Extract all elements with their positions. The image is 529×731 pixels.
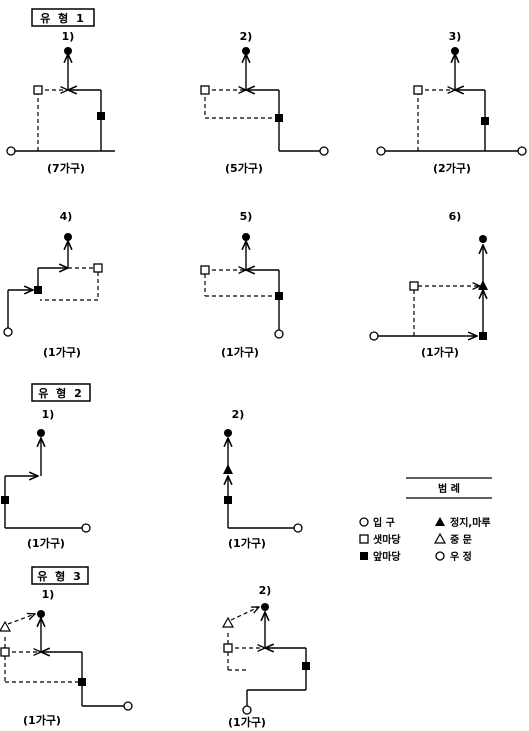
entrance-icon	[3, 327, 13, 337]
front-yard-icon	[78, 678, 86, 686]
side-yard-icon	[200, 85, 210, 95]
diagram-t1-5: 5) (1가구)	[200, 210, 284, 359]
diagram-label: 1)	[62, 30, 75, 43]
diagram-t1-3: 3) (2가구)	[376, 30, 527, 175]
front-yard-icon	[34, 286, 42, 294]
well-icon	[451, 47, 459, 55]
diagram-t2-1: 1) (1가구)	[1, 408, 91, 550]
legend-label: 중 문	[450, 534, 472, 546]
maru-icon	[478, 280, 488, 290]
well-icon	[64, 47, 72, 55]
maru-icon	[223, 464, 233, 474]
diagram-label: 2)	[259, 584, 272, 597]
side-yard-icon	[93, 263, 103, 273]
entrance-icon	[517, 146, 527, 156]
diagram-t1-2: 2) (5가구)	[200, 30, 329, 175]
diagram-t2-2: 2) (1가구)	[223, 408, 303, 550]
side-yard-icon	[409, 281, 419, 291]
diagram-caption: (1가구)	[221, 345, 259, 359]
side-yard-icon	[200, 265, 210, 275]
diagram-label: 2)	[232, 408, 245, 421]
type2-header-box	[31, 383, 91, 402]
diagram-t1-6: 6) (1가구)	[369, 210, 488, 359]
middle-gate-icon	[0, 620, 12, 632]
maru-legend-icon	[435, 517, 445, 526]
middle-gate-icon	[221, 616, 235, 628]
entrance-icon	[123, 701, 133, 711]
legend-label: 우 정	[450, 550, 472, 563]
well-legend-icon	[435, 551, 445, 561]
entrance-legend-icon	[359, 517, 369, 527]
well-icon	[242, 47, 250, 55]
diagram-t1-1: 1) (7가구)	[6, 30, 115, 175]
type3-header: 유 형 3	[37, 569, 83, 583]
entrance-icon	[376, 146, 386, 156]
diagram-label: 6)	[449, 210, 462, 223]
side-yard-icon	[413, 85, 423, 95]
diagram-caption: (1가구)	[27, 536, 65, 550]
front-yard-icon	[275, 292, 283, 300]
side-yard-legend-icon	[359, 534, 369, 544]
entrance-icon	[369, 331, 379, 341]
front-yard-icon	[224, 496, 232, 504]
diagram-t3-1: 1) (1가구)	[0, 588, 133, 727]
middle-gate-legend-icon	[433, 532, 447, 544]
diagram-caption: (5가구)	[225, 161, 263, 175]
front-yard-icon	[97, 112, 105, 120]
diagram-label: 3)	[449, 30, 462, 43]
front-yard-icon	[302, 662, 310, 670]
well-icon	[242, 233, 250, 241]
entrance-icon	[6, 146, 16, 156]
diagram-t3-2: 2) (1가구)	[221, 584, 310, 729]
entrance-icon	[274, 329, 284, 339]
diagram-caption: (1가구)	[228, 536, 266, 550]
diagram-caption: (1가구)	[23, 713, 61, 727]
well-icon	[37, 429, 45, 437]
diagram-caption: (7가구)	[47, 161, 85, 175]
type2-header: 유 형 2	[38, 386, 84, 400]
well-icon	[64, 233, 72, 241]
side-yard-icon	[0, 647, 10, 657]
diagram-t1-4: 4) (1가구)	[3, 210, 103, 359]
well-icon	[261, 603, 269, 611]
diagram-caption: (1가구)	[43, 345, 81, 359]
legend-label: 샛마당	[373, 533, 401, 546]
type1-header-box	[31, 8, 95, 27]
side-yard-icon	[33, 85, 43, 95]
type1-section: 유 형 1	[31, 8, 95, 27]
diagram-label: 4)	[60, 210, 73, 223]
well-icon	[37, 610, 45, 618]
diagram-caption: (2가구)	[433, 161, 471, 175]
front-yard-legend-icon	[360, 552, 368, 560]
legend-label: 앞마당	[373, 550, 401, 563]
side-yard-icon	[223, 643, 233, 653]
diagram-label: 2)	[240, 30, 253, 43]
front-yard-icon	[275, 114, 283, 122]
entrance-icon	[242, 705, 252, 715]
diagram-caption: (1가구)	[228, 715, 266, 729]
well-icon	[224, 429, 232, 437]
diagram-label: 1)	[42, 408, 55, 421]
front-yard-icon	[479, 332, 487, 340]
front-yard-icon	[1, 496, 9, 504]
well-icon	[479, 235, 487, 243]
type3-section: 유 형 3	[31, 566, 89, 585]
legend-label: 정지,마루	[450, 516, 491, 529]
type3-header-box	[31, 566, 89, 585]
diagram-label: 5)	[240, 210, 253, 223]
diagram-caption: (1가구)	[421, 345, 459, 359]
diagram-label: 1)	[42, 588, 55, 601]
entrance-icon	[81, 523, 91, 533]
legend-title: 범 례	[438, 482, 460, 495]
front-yard-icon	[481, 117, 489, 125]
legend-label: 입 구	[373, 516, 395, 529]
entrance-icon	[293, 523, 303, 533]
legend: 범 례 입 구 정지,마루 샛마당 중 문 앞마당 우 정	[359, 477, 492, 563]
type2-section: 유 형 2	[31, 383, 91, 402]
entrance-icon	[319, 146, 329, 156]
type1-header: 유 형 1	[40, 11, 86, 25]
